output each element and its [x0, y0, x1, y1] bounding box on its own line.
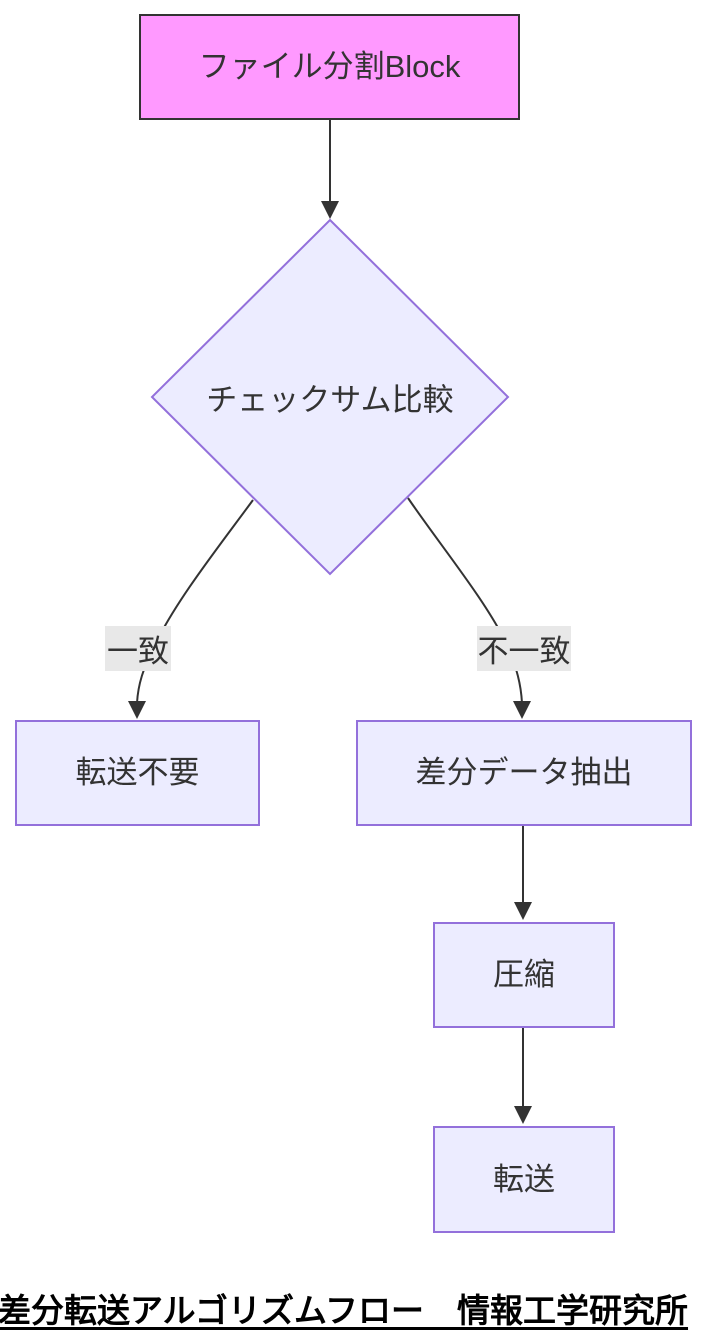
arrowhead-transfer [514, 1106, 532, 1124]
node-diff-extract: 差分データ抽出 [356, 720, 692, 826]
edge-checksum-to-diffextract [407, 497, 523, 704]
diagram-caption: 差分転送アルゴリズムフロー 情報工学研究所 [0, 1292, 689, 1329]
edge-checksum-to-notransfer [136, 499, 254, 704]
node-transfer: 転送 [433, 1126, 615, 1233]
node-file-split-block: ファイル分割Block [139, 14, 520, 120]
decision-diamond-shape [150, 218, 510, 576]
arrowhead-notransfer [128, 701, 146, 719]
arrowhead-compress [514, 902, 532, 920]
arrowhead-checksum [321, 201, 339, 219]
node-no-transfer: 転送不要 [15, 720, 260, 826]
node-checksum-compare-label: チェックサム比較 [206, 382, 454, 418]
arrowhead-diffextract [513, 701, 531, 719]
node-compress: 圧縮 [433, 922, 615, 1028]
edge-label-mismatch: 不一致 [477, 626, 571, 671]
edge-label-match: 一致 [105, 626, 171, 671]
